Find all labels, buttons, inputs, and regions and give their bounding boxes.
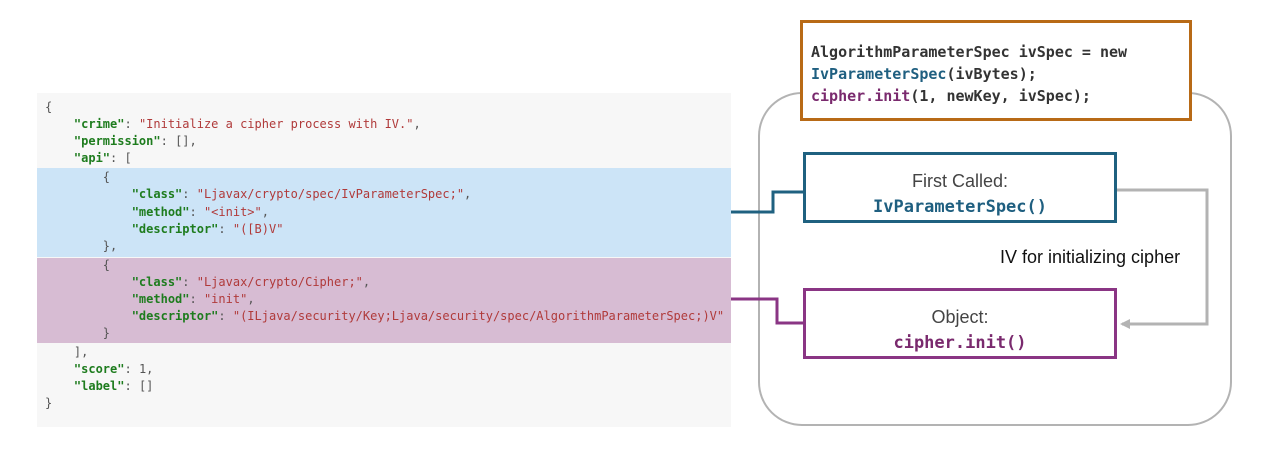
code-line: "label": []	[73, 379, 154, 393]
snippet-line-1: AlgorithmParameterSpec ivSpec = new	[811, 41, 1189, 63]
first-called-node: First Called: IvParameterSpec()	[803, 152, 1117, 223]
snippet-line-3: cipher.init(1, newKey, ivSpec);	[811, 85, 1189, 107]
code-line: "permission": [],	[73, 134, 197, 148]
json-string: "Ljavax/crypto/spec/IvParameterSpec;"	[196, 187, 465, 201]
code-line: "descriptor": "(ILjava/security/Key;Ljav…	[131, 309, 725, 323]
code-line: ],	[45, 344, 88, 361]
snippet-call: cipher.init	[811, 87, 911, 105]
brace: }	[45, 396, 53, 410]
json-key: "method"	[131, 292, 190, 306]
code-line: "method": "<init>",	[131, 205, 269, 219]
json-key: "class"	[131, 187, 183, 201]
json-string: "init"	[203, 292, 248, 306]
json-value: []	[175, 134, 190, 148]
brace: {	[102, 170, 111, 184]
code-line: {	[45, 257, 110, 274]
snippet-text: (1, newKey, ivSpec);	[910, 87, 1091, 105]
json-key: "api"	[73, 151, 111, 165]
code-line: "score": 1,	[73, 362, 154, 376]
brace: {	[102, 258, 111, 272]
brace: },	[102, 239, 118, 253]
code-line: "method": "init",	[131, 292, 255, 306]
code-line: {	[45, 99, 52, 116]
snippet-line-2: IvParameterSpec(ivBytes);	[811, 63, 1189, 85]
code-line: {	[45, 169, 110, 186]
json-number: 1	[138, 362, 147, 376]
json-key: "crime"	[73, 117, 125, 131]
code-line: },	[45, 238, 117, 255]
json-key: "label"	[73, 379, 125, 393]
json-value: []	[138, 379, 154, 393]
json-key: "score"	[73, 362, 125, 376]
json-string: "([B)V"	[232, 222, 284, 236]
json-string: "(ILjava/security/Key;Ljava/security/spe…	[232, 309, 725, 323]
code-line: "api": [	[73, 151, 132, 165]
snippet-text: (ivBytes);	[946, 65, 1037, 83]
json-string: "Initialize a cipher process with IV."	[138, 117, 414, 131]
code-snippet-box: AlgorithmParameterSpec ivSpec = new IvPa…	[800, 20, 1192, 121]
bracket: ],	[73, 345, 89, 359]
json-rule-panel: { "crime": "Initialize a cipher process …	[37, 93, 731, 427]
code-line: "crime": "Initialize a cipher process wi…	[73, 117, 421, 131]
json-key: "permission"	[73, 134, 161, 148]
json-key: "class"	[131, 275, 183, 289]
json-code: { "crime": "Initialize a cipher process …	[37, 93, 731, 427]
node-caption: First Called:	[911, 171, 1009, 191]
api-1-highlight	[37, 168, 731, 257]
json-key: "descriptor"	[131, 222, 219, 236]
brace: }	[102, 326, 111, 340]
node-method: IvParameterSpec()	[873, 197, 1047, 217]
brace: {	[45, 100, 53, 114]
bracket: [	[124, 151, 132, 165]
snippet-text: AlgorithmParameterSpec ivSpec = new	[811, 43, 1128, 61]
object-node: Object: cipher.init()	[803, 288, 1117, 359]
edge-label: IV for initializing cipher	[1000, 247, 1181, 267]
json-string: "<init>"	[203, 205, 262, 219]
json-key: "method"	[131, 205, 190, 219]
code-line: "descriptor": "([B)V"	[131, 222, 284, 236]
code-line: }	[45, 325, 110, 342]
json-key: "descriptor"	[131, 309, 219, 323]
snippet-call: IvParameterSpec	[811, 65, 947, 83]
code-line: "class": "Ljavax/crypto/Cipher;",	[131, 275, 371, 289]
code-line: }	[45, 395, 52, 412]
node-method: cipher.init()	[893, 333, 1027, 353]
json-string: "Ljavax/crypto/Cipher;"	[196, 275, 363, 289]
code-line: "class": "Ljavax/crypto/spec/IvParameter…	[131, 187, 472, 201]
api-2-highlight	[37, 258, 731, 343]
node-caption: Object:	[931, 307, 989, 327]
